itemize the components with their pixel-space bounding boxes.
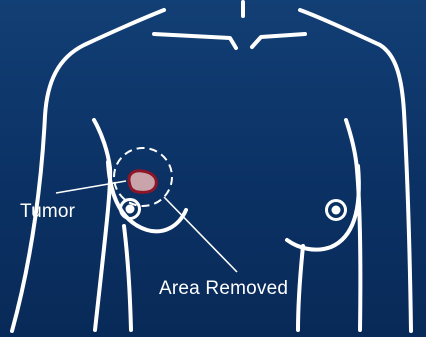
right-breast-outline (287, 166, 359, 250)
collarbone-right-line (252, 34, 305, 47)
right-torso-side-line (298, 246, 303, 330)
collarbone-left-line (154, 34, 236, 48)
right-nipple-icon (327, 201, 346, 220)
area-removed-callout-line (164, 197, 237, 272)
left-torso-side-line (124, 226, 131, 330)
area-removed-label: Area Removed (159, 279, 288, 298)
tumor-mark (129, 171, 156, 193)
tumor-label: Tumor (20, 202, 75, 221)
left-inner-arm-line (94, 120, 110, 330)
